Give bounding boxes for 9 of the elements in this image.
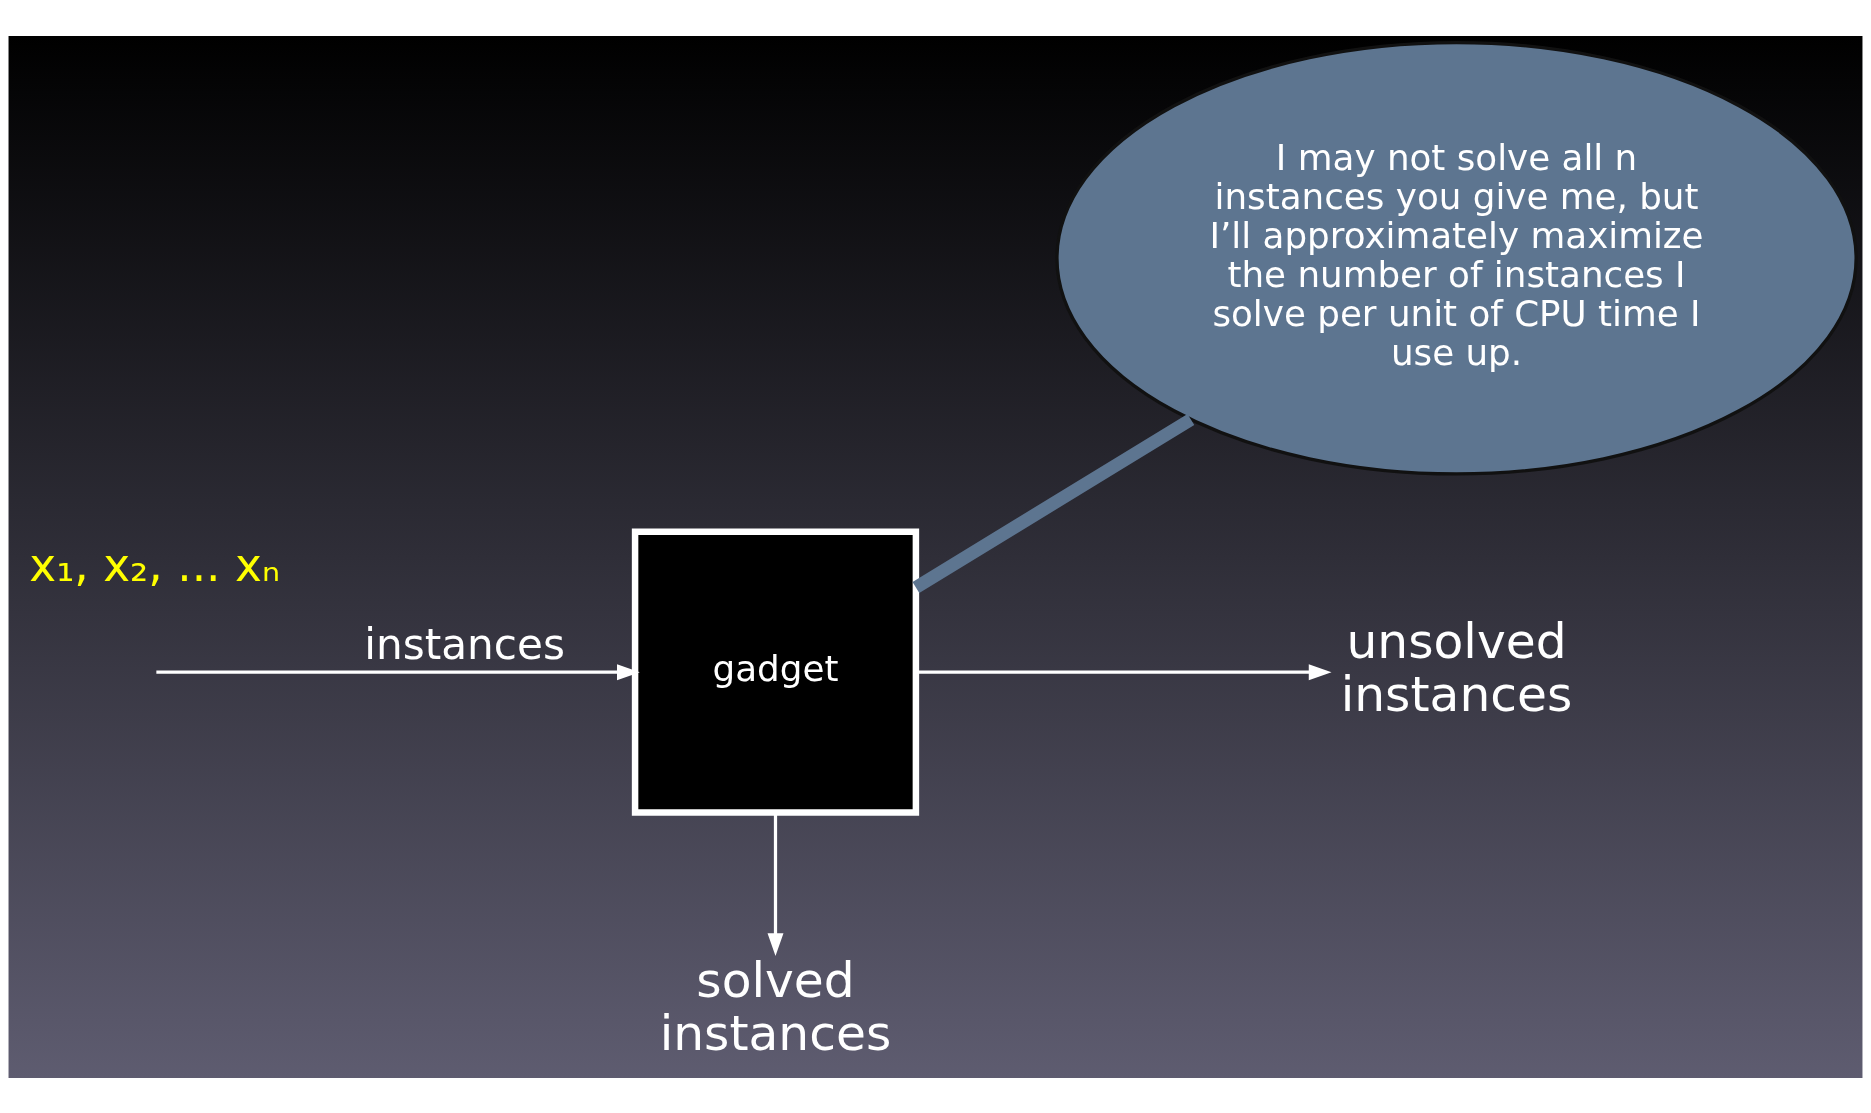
node-ellipse: I may not solve all n instances you give me, but I’ll approximately maximize the number of instances I solve per unit of CPU time I use up. — [1055, 40, 1858, 476]
node-box: gadget — [631, 528, 920, 816]
arrow — [156, 663, 640, 680]
edge-label: instances — [364, 619, 565, 669]
node-text: unsolved instances — [1340, 612, 1573, 722]
arrow — [767, 812, 784, 956]
node-text: solved instances — [659, 951, 892, 1061]
connector — [912, 413, 1195, 593]
label: x₁, x₂, ... xₙ — [29, 538, 280, 592]
